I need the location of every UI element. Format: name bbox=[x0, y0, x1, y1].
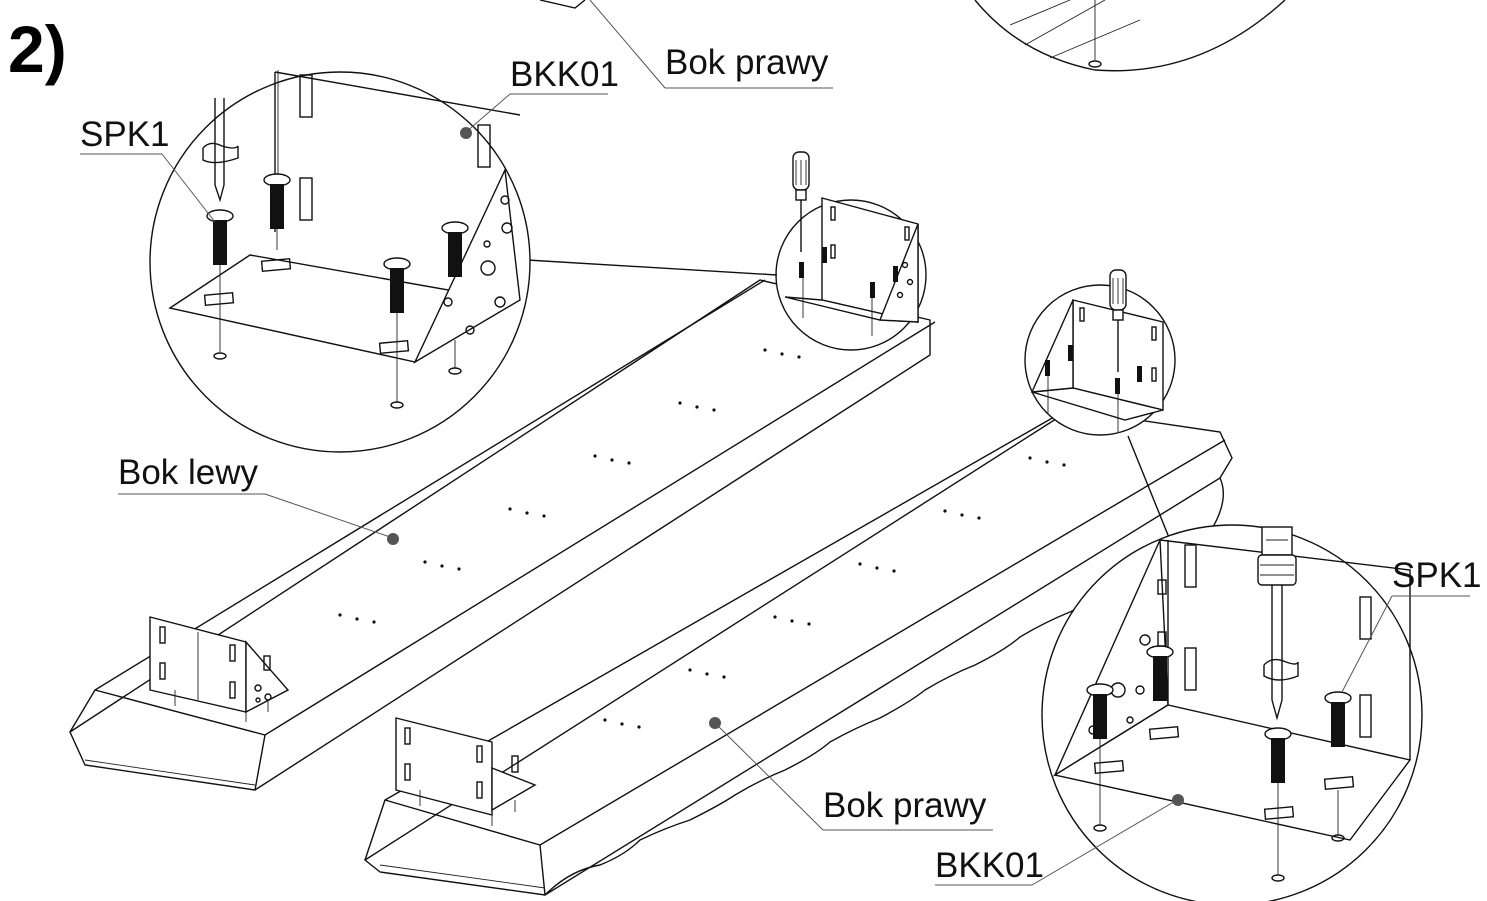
label-bkk01-bottom: BKK01 bbox=[935, 794, 1184, 886]
hole-groups-right-board bbox=[603, 456, 1066, 729]
screw-icon-3 bbox=[383, 257, 411, 409]
screw-icon-8 bbox=[1324, 691, 1352, 842]
label-spk1-left-text: SPK1 bbox=[80, 115, 170, 154]
label-spk1-right: SPK1 bbox=[1341, 556, 1482, 693]
bracket-bkk01-right-front bbox=[395, 717, 537, 826]
screw-icon-7 bbox=[1264, 727, 1292, 882]
label-spk1-right-text: SPK1 bbox=[1392, 556, 1482, 595]
screw-icon-1 bbox=[206, 209, 234, 360]
label-bok-prawy-bottom-text: Bok prawy bbox=[823, 786, 987, 825]
board-bok-lewy bbox=[69, 279, 936, 791]
screw-icon-2 bbox=[263, 173, 291, 250]
label-bok-lewy: Bok lewy bbox=[118, 453, 399, 545]
screw-icon-4 bbox=[441, 221, 469, 277]
label-bok-prawy-top-text: Bok prawy bbox=[665, 43, 829, 82]
board-bok-prawy bbox=[363, 404, 1233, 896]
step-number: 2) bbox=[8, 12, 67, 86]
hole-groups-left-board bbox=[338, 348, 801, 624]
label-spk1-left: SPK1 bbox=[80, 115, 216, 223]
label-bok-prawy-bottom: Bok prawy bbox=[709, 717, 993, 831]
label-bkk01-top: BKK01 bbox=[460, 55, 619, 139]
label-bok-lewy-text: Bok lewy bbox=[118, 453, 259, 492]
screwdriver-icon-3 bbox=[1257, 526, 1299, 721]
detail-connector-left bbox=[526, 259, 778, 276]
detail-connector-right bbox=[1127, 435, 1171, 541]
detail-circle-left bbox=[149, 70, 531, 453]
screwdriver-icon bbox=[792, 151, 810, 252]
label-bok-prawy-top: Bok prawy bbox=[589, 0, 833, 89]
small-detail-circle-right bbox=[1024, 284, 1176, 436]
small-detail-circle-left bbox=[775, 197, 927, 351]
label-bkk01-bottom-text: BKK01 bbox=[935, 846, 1044, 885]
bracket-bkk01-left-front bbox=[149, 616, 290, 722]
detail-circle-right bbox=[1041, 524, 1423, 901]
screwdriver-icon-2 bbox=[1109, 269, 1127, 372]
screw-icon-5 bbox=[1086, 683, 1114, 832]
detail-circle-top-partial bbox=[539, 0, 1286, 72]
label-bkk01-top-text: BKK01 bbox=[510, 55, 619, 94]
